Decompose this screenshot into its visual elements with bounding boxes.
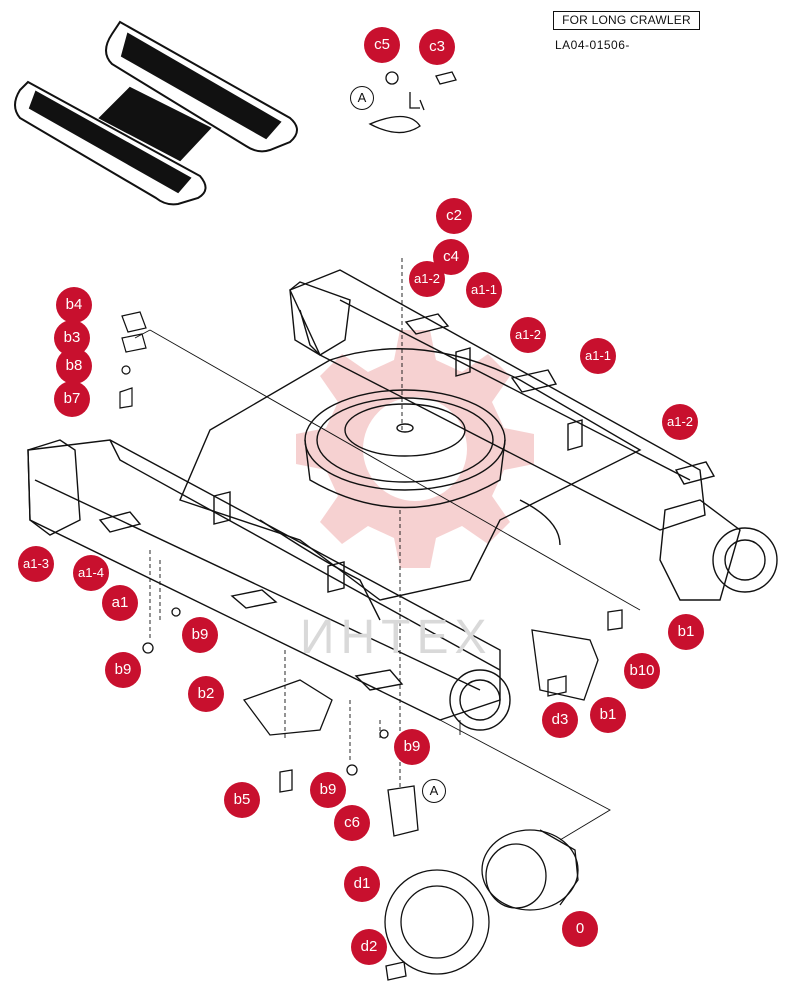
callout-a1-1-right[interactable]: a1-1 (580, 338, 616, 374)
callout-a1-3[interactable]: a1-3 (18, 546, 54, 582)
callout-a1[interactable]: a1 (102, 585, 138, 621)
reference-marker-a-top: A (350, 86, 374, 110)
reference-marker-a-bottom: A (422, 779, 446, 803)
top-mount-parts (368, 71, 457, 134)
callout-b9-lower[interactable]: b9 (310, 772, 346, 808)
callout-b9-upper-left[interactable]: b9 (182, 617, 218, 653)
callout-a1-4[interactable]: a1-4 (73, 555, 109, 591)
callout-a1-2-right[interactable]: a1-2 (662, 404, 698, 440)
callout-b1-cover[interactable]: b1 (590, 697, 626, 733)
loose-parts-left (119, 311, 147, 409)
callout-0[interactable]: 0 (562, 911, 598, 947)
watermark-text: ИНТЕХ (300, 611, 493, 664)
callout-c3[interactable]: c3 (419, 29, 455, 65)
callout-c5[interactable]: c5 (364, 27, 400, 63)
callout-d2[interactable]: d2 (351, 929, 387, 965)
callout-b9-center[interactable]: b9 (394, 729, 430, 765)
callout-b2[interactable]: b2 (188, 676, 224, 712)
callout-d3[interactable]: d3 (542, 702, 578, 738)
callout-a1-2-mid[interactable]: a1-2 (510, 317, 546, 353)
bottom-parts (142, 607, 623, 981)
callout-b3[interactable]: b3 (54, 320, 90, 356)
callout-b10[interactable]: b10 (624, 653, 660, 689)
callout-c2[interactable]: c2 (436, 198, 472, 234)
callout-b7[interactable]: b7 (54, 381, 90, 417)
callout-b8[interactable]: b8 (56, 348, 92, 384)
long-crawler-label: FOR LONG CRAWLER (553, 11, 700, 30)
track-frame (27, 269, 778, 731)
callout-b5[interactable]: b5 (224, 782, 260, 818)
diagram-code: LA04-01506- (555, 38, 630, 52)
callout-d1[interactable]: d1 (344, 866, 380, 902)
callout-b9-left[interactable]: b9 (105, 652, 141, 688)
callout-a1-2-left[interactable]: a1-2 (409, 261, 445, 297)
crawler-thumbnail (14, 20, 298, 206)
watermark-gear (296, 330, 534, 568)
callout-b4[interactable]: b4 (56, 287, 92, 323)
callout-c6[interactable]: c6 (334, 805, 370, 841)
callout-c4[interactable]: c4 (433, 239, 469, 275)
callout-a1-1-left[interactable]: a1-1 (466, 272, 502, 308)
callout-b1-right[interactable]: b1 (668, 614, 704, 650)
leader-lines (134, 258, 641, 841)
